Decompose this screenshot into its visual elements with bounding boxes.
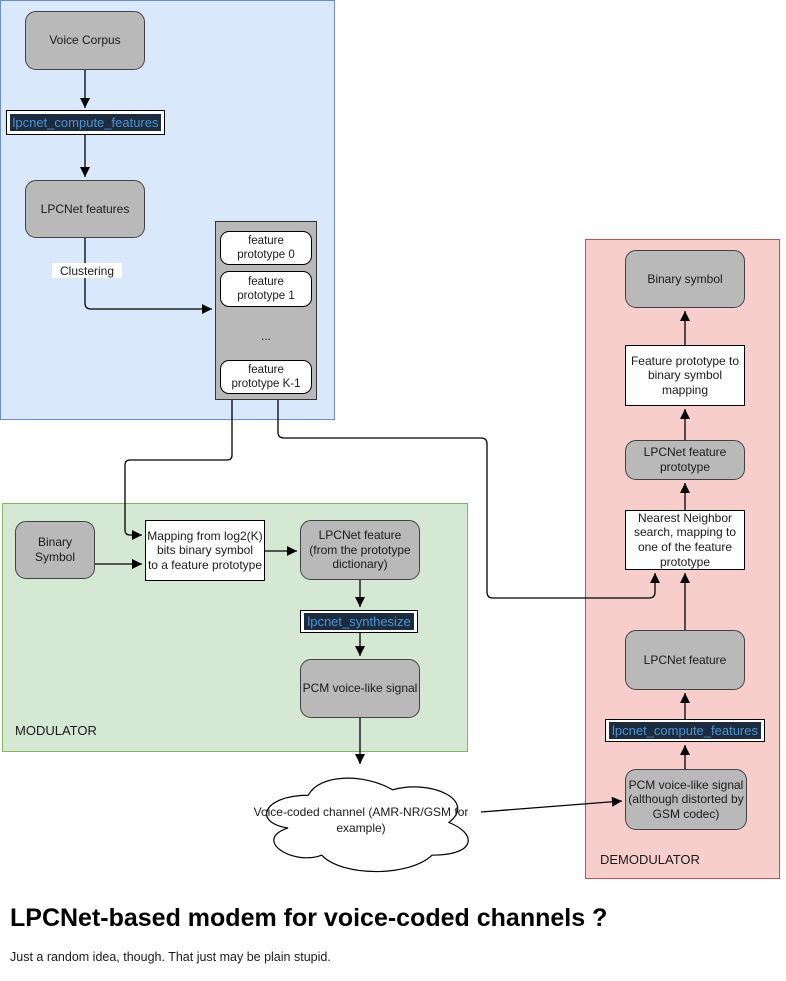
synthesize-label: lpcnet_synthesize: [304, 612, 414, 631]
lpcnet-feature-node-demodulator[interactable]: LPCNet feature: [625, 630, 745, 690]
lpcnet-feature-dictionary-node[interactable]: LPCNet feature (from the prototype dicti…: [300, 520, 420, 580]
nearest-neighbor-node[interactable]: Nearest Neighbor search, mapping to one …: [625, 510, 745, 570]
binary-symbol-label-modulator: Binary Symbol: [34, 535, 75, 564]
binary-symbol-node-modulator[interactable]: Binary Symbol: [15, 521, 95, 579]
bit-mapping-node[interactable]: Mapping from log2(K) bits binary symbol …: [145, 520, 265, 581]
channel-cloud[interactable]: [266, 777, 469, 873]
connector-dict-to-nearest-neighbor: [277, 400, 660, 599]
voice-corpus-node[interactable]: Voice Corpus: [25, 11, 145, 70]
prototype-item-1-label: feature prototype 1: [237, 275, 295, 302]
compute-features-label-training: lpcnet_compute_features: [9, 113, 162, 132]
compute-features-node-training[interactable]: lpcnet_compute_features: [6, 110, 165, 135]
connector-cloud-to-pcm: [480, 796, 623, 813]
connector-dict-to-mapping: [124, 400, 233, 540]
bit-mapping-label: Mapping from log2(K) bits binary symbol …: [147, 528, 263, 572]
lpcnet-feature-label-demodulator: LPCNet feature: [643, 652, 727, 667]
prototype-item-k-label: feature prototype K-1: [231, 363, 301, 390]
clustering-edge-label[interactable]: Clustering: [52, 263, 122, 278]
voice-corpus-label: Voice Corpus: [49, 33, 121, 48]
prototype-ellipsis: ...: [220, 329, 312, 343]
lpcnet-feature-prototype-node[interactable]: LPCNet feature prototype: [625, 440, 745, 480]
binary-symbol-label-demodulator: Binary symbol: [647, 271, 723, 286]
page-title: LPCNet-based modem for voice-coded chann…: [10, 904, 608, 932]
pcm-signal-node-demodulator[interactable]: PCM voice-like signal (although distorte…: [625, 769, 747, 830]
pcm-signal-label-modulator: PCM voice-like signal: [302, 681, 418, 696]
pcm-signal-node-modulator[interactable]: PCM voice-like signal: [300, 659, 420, 718]
lpcnet-feature-dictionary-label: LPCNet feature (from the prototype dicti…: [309, 528, 411, 572]
prototype-item-k[interactable]: feature prototype K-1: [220, 360, 312, 394]
lpcnet-feature-prototype-label: LPCNet feature prototype: [643, 445, 727, 474]
clustering-text: Clustering: [59, 263, 115, 278]
prototype-item-1[interactable]: feature prototype 1: [220, 271, 312, 307]
connector-clustering: [84, 238, 212, 314]
compute-features-label-demodulator: lpcnet_compute_features: [609, 721, 761, 740]
pcm-signal-label-demodulator: PCM voice-like signal (although distorte…: [628, 777, 744, 821]
feature-to-binary-node[interactable]: Feature prototype to binary symbol mappi…: [625, 345, 745, 406]
prototype-ellipsis-label: ...: [260, 329, 271, 343]
lpcnet-features-label: LPCNet features: [40, 201, 130, 216]
feature-to-binary-label: Feature prototype to binary symbol mappi…: [630, 353, 740, 397]
modulator-region-label: MODULATOR: [15, 723, 97, 738]
synthesize-node[interactable]: lpcnet_synthesize: [300, 610, 418, 633]
binary-symbol-node-demodulator[interactable]: Binary symbol: [625, 250, 745, 308]
cloud-label: Voice-coded channel (AMR-NR/GSM for exam…: [253, 805, 469, 835]
lpcnet-features-node[interactable]: LPCNet features: [25, 180, 145, 238]
demodulator-region-label: DEMODULATOR: [600, 852, 700, 867]
prototype-item-0[interactable]: feature prototype 0: [220, 231, 312, 265]
prototype-item-0-label: feature prototype 0: [237, 234, 295, 261]
nearest-neighbor-label: Nearest Neighbor search, mapping to one …: [633, 510, 737, 569]
page-subtitle: Just a random idea, though. That just ma…: [10, 950, 331, 964]
compute-features-node-demodulator[interactable]: lpcnet_compute_features: [605, 719, 765, 742]
